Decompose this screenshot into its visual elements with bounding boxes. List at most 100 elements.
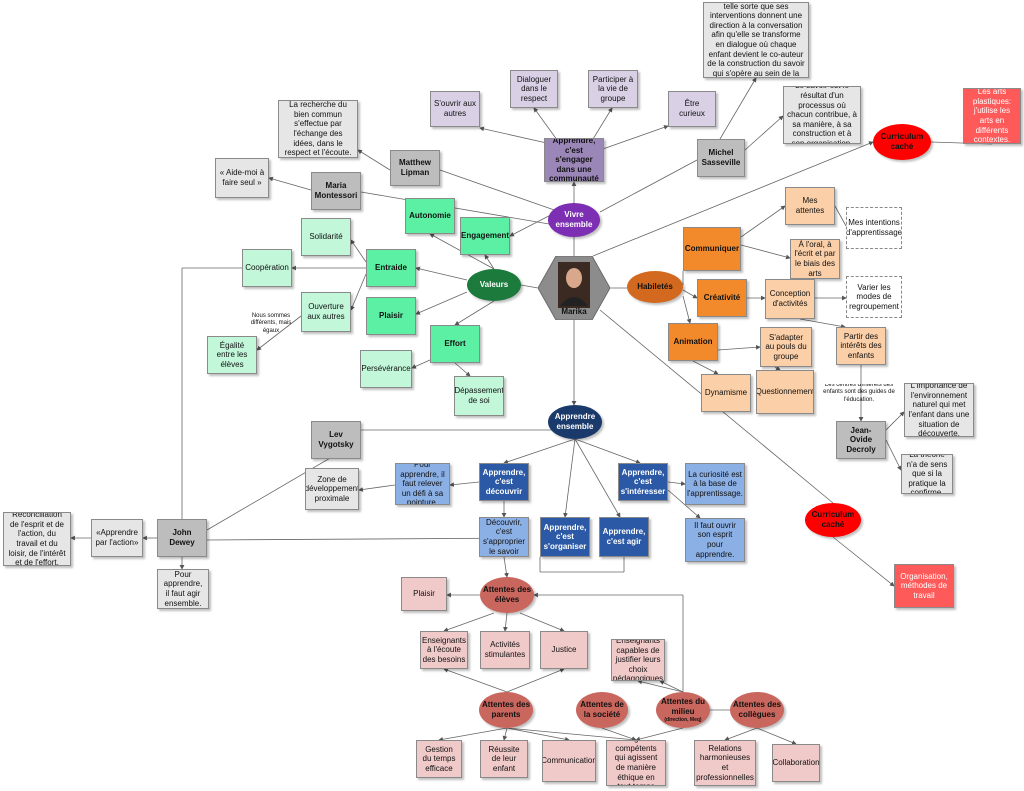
ouvrir-esprit-node[interactable]: Il faut ouvrir son esprit pour apprendre… (685, 518, 745, 562)
engagement-node[interactable]: Engagement (460, 217, 510, 255)
intentions-node[interactable]: Mes intentions d'apprentissage (846, 207, 902, 249)
theorie-node[interactable]: La théorie n'a de sens que si la pratiqu… (901, 454, 953, 494)
portrait-photo (538, 256, 610, 320)
edge-line (885, 411, 905, 431)
edge-line (574, 438, 641, 464)
edge-line (443, 612, 495, 632)
stimulantes-node[interactable]: Activités stimulantes (480, 631, 530, 669)
dewey-node[interactable]: John Dewey (157, 519, 207, 557)
edge-line (719, 77, 757, 140)
ouverture-node[interactable]: Ouverture aux autres (301, 292, 351, 332)
bien-commun-node[interactable]: La recherche du bien commun s'effectue p… (278, 100, 358, 158)
savoir-node[interactable]: Le savoir est le résultat d'un processus… (783, 86, 861, 144)
centres-note: Les centres d'intérêts des enfants sont … (823, 384, 895, 402)
oral-node[interactable]: À l'oral, à l'écrit et par le biais des … (790, 239, 840, 279)
agir-ensemble-node[interactable]: Pour apprendre, il faut agir ensemble. (157, 569, 209, 609)
environnement-node[interactable]: L'importance de l'environnement naturel … (904, 383, 974, 437)
attentes-societe-node[interactable]: Attentes de la société (576, 692, 628, 728)
edge-line (885, 439, 902, 471)
valeurs-node[interactable]: Valeurs (467, 269, 521, 301)
edge-line (358, 484, 396, 492)
edge-line (520, 284, 539, 289)
sasseville-node[interactable]: Michel Sasseville (697, 139, 745, 177)
attentes-collegues-node[interactable]: Attentes des collègues (730, 692, 784, 728)
engager-node[interactable]: Apprendre, c'est s'engager dans une comm… (544, 138, 604, 182)
curieux-node[interactable]: Être curieux (668, 91, 716, 127)
edge-line (506, 668, 565, 693)
edge-line (411, 359, 431, 369)
edge-line (832, 536, 895, 587)
ecoute-node[interactable]: Enseignants à l'écoute des besoins (420, 631, 468, 669)
organisation-node[interactable]: Organisation, méthodes de travail (894, 564, 954, 608)
agir-node[interactable]: Apprendre, c'est agir (599, 517, 649, 557)
questionnement-node[interactable]: Questionnement (756, 370, 814, 414)
entraide-node[interactable]: Entraide (366, 249, 416, 287)
differents-note: Nous sommes différents, mais égaux (250, 313, 292, 334)
perseverance-node[interactable]: Persévérance (360, 350, 412, 388)
decroly-node[interactable]: Jean-Ovide Decroly (836, 421, 886, 459)
ethique-node[interactable]: Enseignants compétents qui agissent de m… (606, 740, 666, 786)
habiletes-node[interactable]: Habiletés (627, 271, 683, 303)
curiosite-node[interactable]: La curiosité est à la base de l'apprenti… (685, 463, 745, 505)
edge-line (519, 612, 565, 632)
communiquer-node[interactable]: Communiquer (683, 227, 741, 271)
aide-moi-node[interactable]: « Aide-moi à faire seul » (215, 158, 269, 198)
depassement-node[interactable]: Dépassement de soi (454, 376, 504, 416)
justice-node[interactable]: Justice (540, 631, 588, 669)
curriculum-cache-bottom[interactable]: Curriculum caché (805, 503, 861, 537)
plaisir-node[interactable]: Plaisir (366, 297, 416, 335)
decouvrir-node[interactable]: Apprendre, c'est découvrir (479, 463, 529, 501)
edge-line (717, 344, 761, 351)
dialoguer-node[interactable]: Dialoguer dans le respect (510, 70, 558, 108)
participer-node[interactable]: Participer à la vie de groupe (588, 70, 638, 108)
attentes-eleves-node[interactable]: Attentes des élèves (480, 577, 534, 613)
reussite-node[interactable]: Réussite de leur enfant (480, 740, 528, 778)
attentes-milieu-node[interactable]: Attentes du milieu (direction, Meq) (656, 692, 710, 728)
effort-node[interactable]: Effort (430, 325, 480, 363)
edge-line (724, 727, 758, 741)
zone-node[interactable]: Zone de développement proximale (305, 468, 359, 510)
arts-node[interactable]: Les arts plastiques: j'utilise les arts … (963, 88, 1021, 144)
approprier-node[interactable]: Découvrir, c'est s'approprier le savoir (479, 517, 529, 557)
sasseville-quote-node[interactable]: L'enseignant doit agir de telle sorte qu… (703, 2, 809, 78)
interets-node[interactable]: Partir des intérêts des enfants (836, 327, 886, 365)
vivre-ensemble-node[interactable]: Vivre ensemble (548, 203, 600, 237)
interesser-node[interactable]: Apprendre, c'est s'intéresser (618, 463, 668, 501)
attentes-parents-node[interactable]: Attentes des parents (479, 692, 533, 728)
communication-node[interactable]: Communication (542, 740, 596, 782)
apprendre-ensemble-node[interactable]: Apprendre ensemble (548, 405, 602, 439)
edge-line (503, 556, 509, 578)
reconciliation-node[interactable]: Réconciliation de l'esprit et de l'actio… (3, 512, 71, 566)
lipman-node[interactable]: Matthew Lipman (390, 150, 440, 186)
edge-line (563, 438, 576, 518)
dynamisme-node[interactable]: Dynamisme (701, 374, 751, 412)
edge-line (682, 289, 698, 299)
animation-node[interactable]: Animation (668, 323, 718, 361)
conception-node[interactable]: Conception d'activités (765, 279, 815, 319)
edge-line (659, 680, 684, 693)
edge-line (350, 273, 367, 311)
justifier-node[interactable]: Enseignants capables de justifier leurs … (611, 639, 665, 681)
center-name: Marika (561, 307, 587, 316)
adapter-node[interactable]: S'adapter au pouls du groupe (760, 327, 812, 367)
solidarite-node[interactable]: Solidarité (301, 218, 351, 256)
organiser-node[interactable]: Apprendre, c'est s'organiser (540, 517, 590, 557)
gestion-node[interactable]: Gestion du temps efficace (416, 740, 462, 778)
creativite-node[interactable]: Créativité (697, 279, 747, 317)
curriculum-cache-top[interactable]: Curriculum caché (873, 124, 931, 160)
modes-node[interactable]: Varier les modes de regroupement (846, 276, 902, 318)
souvrir-node[interactable]: S'ouvrir aux autres (430, 91, 480, 127)
relations-node[interactable]: Relations harmonieuses et professionnell… (694, 740, 756, 786)
collaboration-node[interactable]: Collaboration (772, 744, 820, 782)
egalite-node[interactable]: Égalité entre les élèves (207, 336, 257, 374)
cooperation-node[interactable]: Coopération (242, 249, 292, 287)
par-action-node[interactable]: «Apprendre par l'action» (91, 519, 143, 557)
montessori-node[interactable]: Maria Montessori (311, 172, 361, 210)
plaisir2-node[interactable]: Plaisir (401, 577, 447, 611)
vygotsky-node[interactable]: Lev Vygotsky (311, 421, 361, 459)
mes-attentes-node[interactable]: Mes attentes (785, 187, 835, 225)
autonomie-node[interactable]: Autonomie (405, 198, 455, 234)
edge-line (256, 315, 302, 351)
edge-line (206, 537, 530, 541)
defi-node[interactable]: Pour apprendre, il faut relever un défi … (395, 463, 450, 505)
